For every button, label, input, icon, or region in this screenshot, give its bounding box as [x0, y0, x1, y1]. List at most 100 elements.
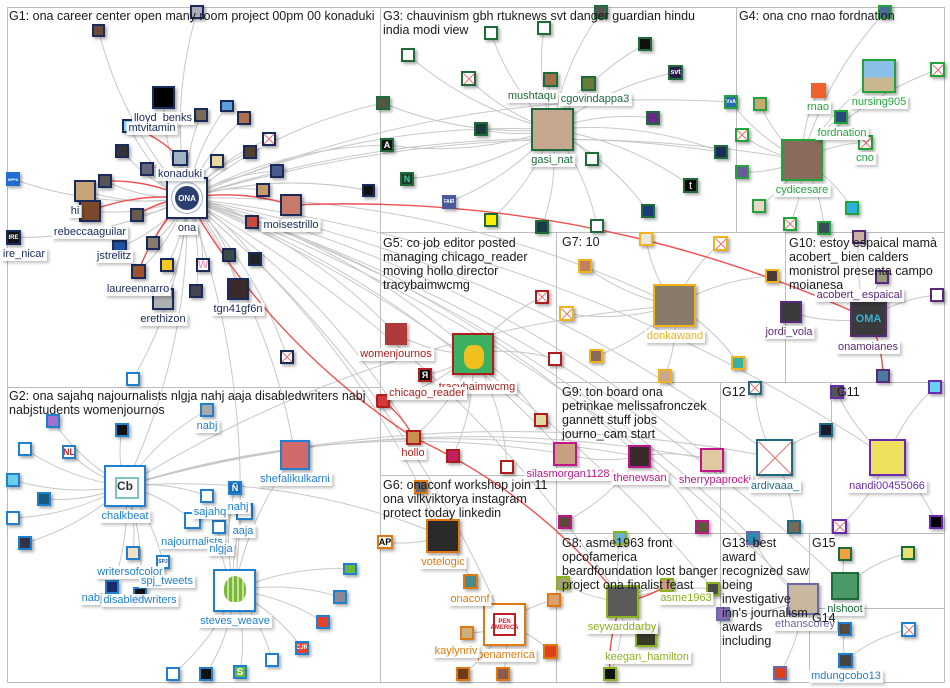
node-avatar-g7-3[interactable] — [765, 269, 779, 283]
node-asme1963[interactable] — [660, 578, 674, 592]
node-rebeccaaguilar[interactable] — [79, 200, 101, 222]
node-avatar-g2-8[interactable] — [343, 563, 357, 575]
node-label-votelogic[interactable]: votelogic — [419, 556, 467, 569]
node-cjr[interactable]: CJR — [295, 641, 309, 655]
node-avatar-8[interactable] — [210, 154, 224, 168]
node-foxnews[interactable] — [641, 204, 655, 218]
node-label-steves-weave[interactable]: steves_weave — [198, 615, 272, 628]
node-label-sherrypaprocki[interactable]: sherrypaprocki — [676, 474, 754, 487]
node-label-disabledwriters[interactable]: disabledwriters — [101, 594, 179, 607]
node-label-cgovindappa3[interactable]: cgovindappa3 — [558, 93, 632, 106]
node-avatar-g2-9[interactable] — [333, 590, 347, 604]
node-avatar-g12-1[interactable] — [819, 423, 833, 437]
node-label-hi[interactable]: hi — [68, 205, 82, 218]
node-mdungcobo13[interactable] — [838, 653, 853, 668]
node-avatar-g7-6[interactable] — [658, 369, 672, 383]
node-label-nabj[interactable]: nabj — [194, 420, 220, 433]
node-ap[interactable]: AP — [377, 535, 393, 549]
node-avatar-g3-3[interactable] — [585, 152, 599, 166]
node-thenewsan[interactable] — [628, 445, 651, 468]
node-ethanscorey[interactable] — [787, 583, 819, 615]
node-avatar-g7-1[interactable] — [578, 259, 592, 273]
node-avatar-19[interactable] — [189, 284, 203, 298]
node-avatar-g4-5[interactable] — [878, 5, 892, 19]
node-avatar-15[interactable] — [160, 258, 174, 272]
node-avatar-g11-2[interactable] — [928, 380, 942, 394]
node-spj-tweets[interactable]: SPJ — [156, 555, 170, 569]
node-penamerica[interactable]: PEN AMERICA — [483, 603, 526, 646]
node-label-seywarddarby[interactable]: seywarddarby — [585, 621, 659, 634]
node-nlgja[interactable] — [212, 520, 226, 534]
node-rnao[interactable] — [811, 83, 826, 98]
node-avatar-g13-2[interactable] — [716, 607, 730, 621]
node-writersofcolor[interactable] — [126, 546, 140, 560]
node-avatar-g13-1[interactable] — [746, 531, 760, 545]
node-label-chalkbeat[interactable]: chalkbeat — [99, 510, 151, 523]
node-avatar-g3-2[interactable] — [646, 111, 660, 125]
node-broken-image-g4-2[interactable] — [735, 128, 749, 142]
node-avatar-g10-3[interactable] — [852, 230, 866, 244]
node-broken-image-g14[interactable] — [901, 622, 916, 637]
node-avatar-g2-2[interactable] — [115, 423, 129, 437]
node-gasi-nat[interactable] — [531, 108, 574, 151]
node-label-laureennarro[interactable]: laureennarro — [104, 283, 172, 296]
node-label-hollo[interactable]: hollo — [399, 447, 427, 460]
node-avatar-g8-3[interactable] — [613, 531, 627, 545]
node-avatar-14[interactable] — [146, 236, 160, 250]
node-avatar-6[interactable] — [115, 144, 129, 158]
node-avatar-4[interactable] — [220, 100, 234, 112]
node-label-shefalikulkarni[interactable]: shefalikulkarni — [258, 473, 332, 486]
node-avatar-g5-3[interactable] — [500, 460, 514, 474]
node-label-ona[interactable]: ona — [175, 222, 199, 235]
node-nabj[interactable] — [200, 403, 214, 417]
node-womenjournos[interactable] — [385, 323, 407, 345]
node-label-penamerica[interactable]: penamerica — [475, 649, 537, 662]
node-cydicesare[interactable] — [781, 139, 823, 181]
node-label-jstrelitz[interactable]: jstrelitz — [94, 250, 134, 263]
node-label-fordnation[interactable]: fordnation — [815, 127, 869, 140]
node-avatar-10[interactable] — [270, 164, 284, 178]
node-label-keegan-hamilton[interactable]: keegan_hamilton — [603, 651, 691, 664]
node-moisestrillo[interactable] — [280, 194, 302, 216]
node-label-nabjstudents[interactable]: nabj — [79, 592, 105, 605]
node-avatar-g6-2[interactable] — [496, 667, 510, 681]
node-avatar-g2-12[interactable] — [199, 667, 213, 681]
node-label-lloyd-benks[interactable]: lloyd_benks — [131, 112, 195, 125]
node-t[interactable]: t — [683, 178, 698, 193]
node-livemint[interactable] — [484, 213, 498, 227]
node-label-mushtaqueasari[interactable]: mushtaqu — [505, 90, 559, 103]
node-tgn41gf6n[interactable] — [227, 278, 249, 300]
node-broken-image-g7-1[interactable] — [713, 236, 728, 251]
node-seywarddarby[interactable] — [606, 585, 639, 618]
node-avatar-12[interactable] — [98, 174, 112, 188]
node-onamoianes[interactable]: OMA — [850, 300, 887, 337]
node-label-ire-nicar[interactable]: ire_nicar — [0, 248, 48, 261]
node-avatar-17[interactable] — [222, 248, 236, 262]
node-svt[interactable]: svt — [668, 65, 683, 80]
node-nl[interactable]: NL — [62, 445, 76, 459]
node-avatar-g12-2[interactable] — [787, 520, 801, 534]
node-avatar-20[interactable] — [245, 215, 259, 229]
node-label-erethizon[interactable]: erethizon — [138, 313, 188, 326]
node-sherrypaprocki[interactable] — [700, 448, 724, 472]
node-a[interactable]: A — [380, 138, 394, 152]
node-nabjstudents[interactable] — [105, 580, 119, 594]
node-avatar-11[interactable] — [256, 183, 270, 197]
node-ona[interactable]: ONA — [166, 177, 208, 219]
node-steves-weave[interactable] — [213, 569, 256, 612]
node-avatar-g2-7[interactable] — [18, 536, 32, 550]
node-label-ardivaaa[interactable]: ardivaaa_ — [748, 480, 802, 493]
node-lloyd-benks[interactable] — [152, 86, 175, 109]
node-avatar-g3-4[interactable] — [474, 122, 488, 136]
node-label-nlgja[interactable]: nlgja — [207, 543, 235, 556]
node-avatar-g11-3[interactable] — [929, 515, 943, 529]
node-avatar-g10-1[interactable] — [930, 288, 944, 302]
node-label-kaylynrivera[interactable]: kaylynriv — [432, 645, 480, 658]
node-label-onamoianes[interactable]: onamoianes — [836, 341, 900, 354]
node-avatar-21[interactable] — [362, 184, 375, 197]
node-label-chicago-reader[interactable]: chicago_reader — [387, 387, 467, 400]
node-nbc[interactable] — [535, 220, 549, 234]
node-broken-image-2[interactable] — [280, 350, 294, 364]
node-iwmf[interactable] — [543, 644, 558, 659]
node-label-konaduki[interactable]: konaduki — [155, 168, 205, 181]
